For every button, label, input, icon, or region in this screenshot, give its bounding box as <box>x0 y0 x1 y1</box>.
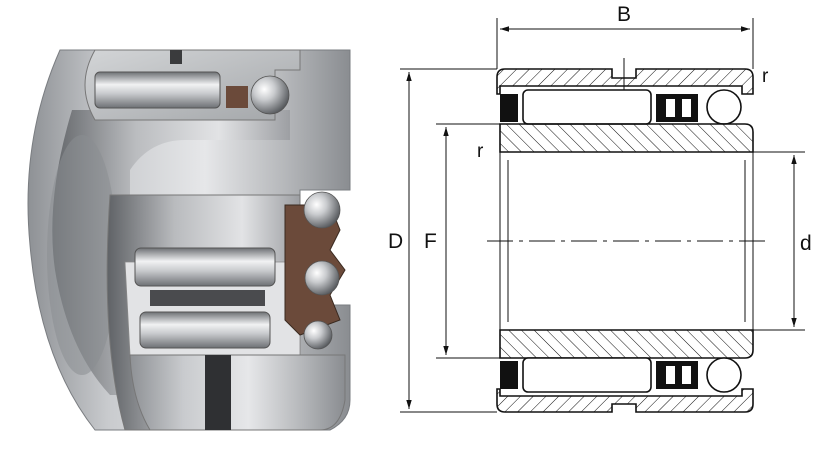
seal-bottom-left <box>500 361 518 389</box>
bore-opening <box>47 135 117 375</box>
lube-groove-lower <box>205 355 231 430</box>
ball-2 <box>304 260 340 296</box>
label-B: B <box>617 3 631 26</box>
ball-top-2d <box>706 89 742 125</box>
label-D: D <box>388 230 403 253</box>
label-d: d <box>800 232 812 255</box>
needle-roller-top <box>94 71 221 109</box>
cage-bar <box>150 290 265 306</box>
lube-groove <box>170 50 182 64</box>
roller-top <box>522 89 652 125</box>
cage-bottom-right <box>656 361 698 389</box>
needle-roller-middle <box>134 247 276 287</box>
ball-top <box>250 75 290 115</box>
ball-3 <box>303 320 333 350</box>
outer-ring-section-top <box>496 68 754 95</box>
needle-roller-lower <box>139 311 271 349</box>
cage-top <box>226 86 248 108</box>
roller-bottom <box>522 357 652 393</box>
ball-bottom-2d <box>706 357 742 393</box>
cage-top-right <box>656 94 698 122</box>
outer-ring-front <box>129 354 346 431</box>
label-F: F <box>424 230 437 253</box>
label-r-top: r <box>762 66 769 87</box>
inner-ring-section-bottom <box>499 329 754 359</box>
inner-ring-section-top <box>499 123 754 153</box>
seal-top-left <box>500 94 518 122</box>
label-r-inner: r <box>477 141 484 162</box>
ball-1 <box>303 191 341 229</box>
outer-ring-section-bottom <box>496 388 754 413</box>
